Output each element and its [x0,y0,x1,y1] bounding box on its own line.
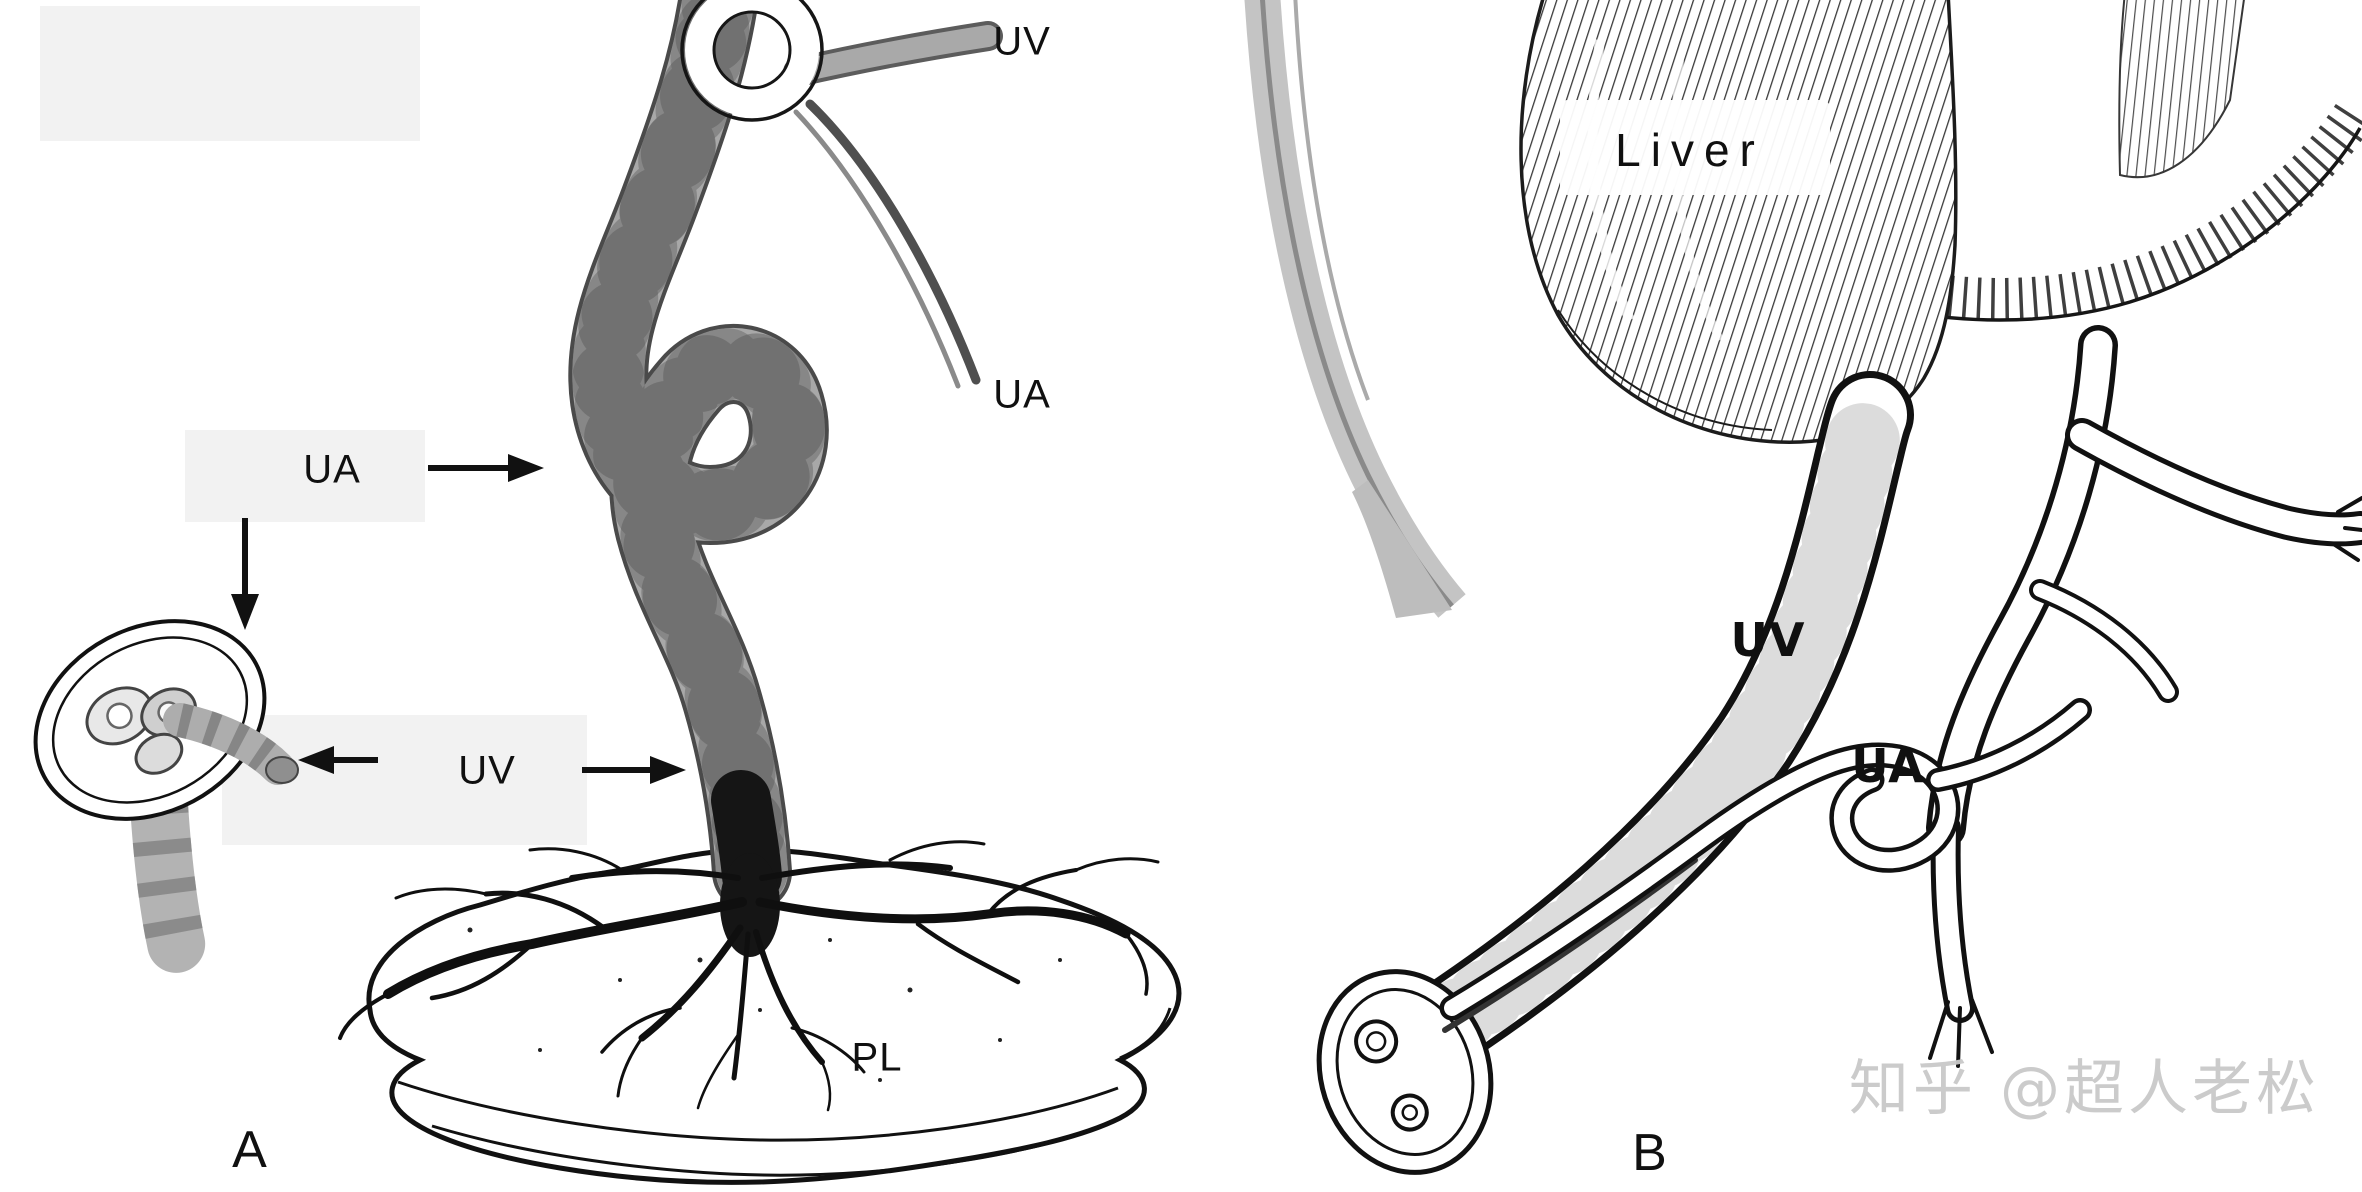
separated-vessels-illustration [783,21,1003,389]
cord-cross-section-illustration [33,619,299,973]
pointer-arrows [231,454,686,784]
umbilical-vein-illustration [1386,371,1914,1079]
placental-vessel-tree-illustration [338,840,1160,1112]
label-panel-b: B [1632,1124,1668,1182]
label-liver: Liver [1615,124,1765,176]
label-ua-pointer: UA [303,447,361,492]
arrow-down-icon [231,518,259,630]
label-uv-pointer: UV [458,748,516,793]
label-placenta: PL [851,1035,903,1080]
arrow-right-ua-icon [428,454,544,482]
liver-illustration [1519,0,1958,444]
arrow-right-uv-icon [582,756,686,784]
label-uv-top: UV [993,19,1051,64]
label-ua-b: UA [1851,739,1925,793]
body-outline-arc-illustration [1244,0,1466,618]
watermark: 知乎 @超人老松 [1848,1054,2320,1124]
arrow-left-icon [298,746,378,774]
label-ua-right: UA [993,372,1051,417]
umbilical-artery-illustration [1439,698,2092,1033]
umbilical-cord-illustration [568,0,829,912]
cord-cut-end-illustration [1316,969,1494,1175]
portal-vessel-bundle-illustration [1926,325,2362,1068]
cord-loop-ring-icon [680,0,824,122]
label-panel-a: A [232,1121,268,1179]
label-uv-b: UV [1730,613,1806,667]
